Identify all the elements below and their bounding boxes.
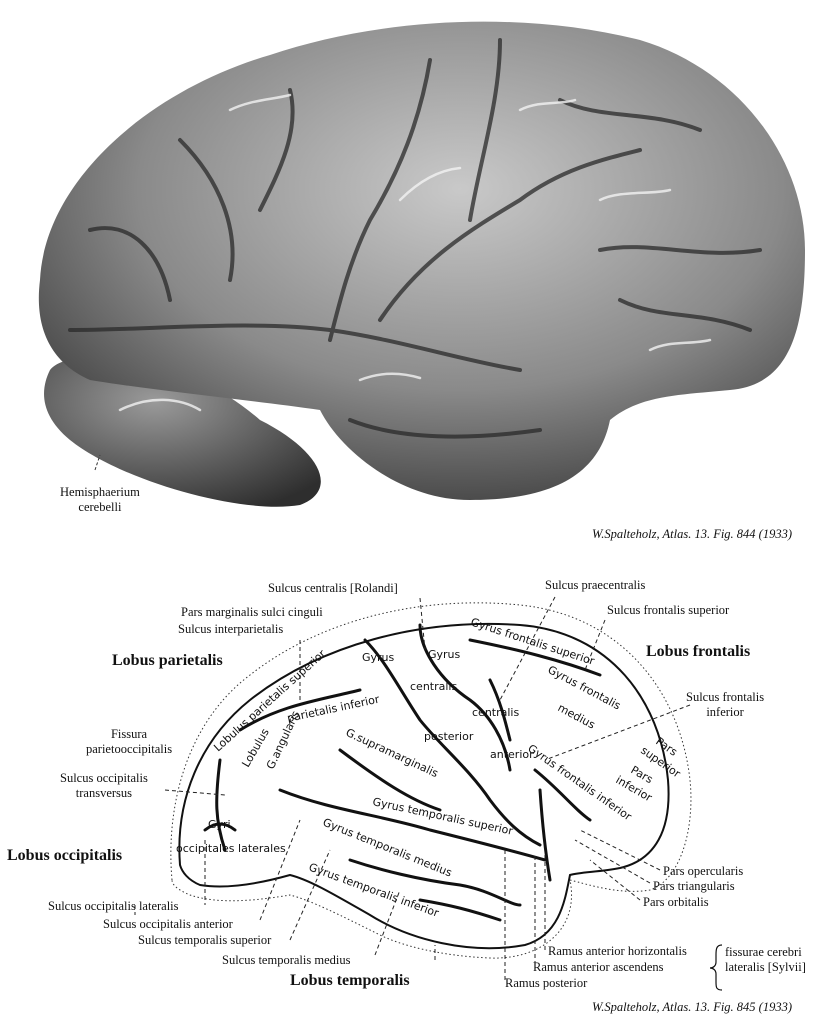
caption-fig-845: W.Spalteholz, Atlas. 13. Fig. 845 (1933) xyxy=(592,1000,792,1014)
label-ramus-posterior: Ramus posterior xyxy=(505,976,588,990)
label-fissurae-cerebri-lateralis: fissurae cerebri lateralis [Sylvii] xyxy=(725,945,806,975)
label-sulcus-temporalis-medius: Sulcus temporalis medius xyxy=(222,953,351,967)
label-line: parietooccipitalis xyxy=(86,742,173,756)
inner-centralis-1: centralis xyxy=(410,680,457,693)
label-lobus-temporalis: Lobus temporalis xyxy=(290,972,410,989)
label-line: Sulcus occipitalis xyxy=(60,771,148,785)
label-sulcus-frontalis-inferior: Sulcus frontalis inferior xyxy=(686,690,764,720)
inner-gyrus-frontalis-superior: Gyrus frontalis superior xyxy=(469,615,596,667)
label-line: Hemisphaerium xyxy=(60,485,140,499)
inner-anterior: anterior xyxy=(490,748,534,761)
inner-gyrus-2: Gyrus xyxy=(428,648,461,661)
brain-photo xyxy=(38,21,805,507)
label-pars-opercularis: Pars opercularis xyxy=(663,864,744,878)
label-ramus-anterior-ascendens: Ramus anterior ascendens xyxy=(533,960,664,974)
label-line: Fissura xyxy=(110,727,148,741)
label-lobus-frontalis: Lobus frontalis xyxy=(646,643,751,660)
label-line: lateralis [Sylvii] xyxy=(725,960,806,974)
label-sulcus-frontalis-superior: Sulcus frontalis superior xyxy=(607,603,730,617)
brace xyxy=(709,944,723,991)
inner-g-angularis: G.angularis xyxy=(264,709,302,772)
label-hemisphaerium-cerebelli: Hemisphaerium cerebelli xyxy=(60,485,140,515)
inner-occipitales-laterales: occipitales laterales xyxy=(176,842,286,855)
label-pars-marginalis: Pars marginalis sulci cinguli xyxy=(181,605,323,619)
label-pars-triangularis: Pars triangularis xyxy=(653,879,735,893)
label-line: fissurae cerebri xyxy=(725,945,802,959)
label-sulcus-occipitalis-anterior: Sulcus occipitalis anterior xyxy=(103,917,233,931)
label-sulcus-temporalis-superior: Sulcus temporalis superior xyxy=(138,933,272,947)
label-lobus-occipitalis: Lobus occipitalis xyxy=(7,847,123,864)
inner-gyrus-1: Gyrus xyxy=(362,651,395,664)
label-sulcus-interparietalis: Sulcus interparietalis xyxy=(178,622,284,636)
inner-posterior: posterior xyxy=(424,730,474,743)
label-line: cerebelli xyxy=(78,500,122,514)
label-sulcus-occipitalis-transversus: Sulcus occipitalis transversus xyxy=(60,771,148,801)
cerebrum xyxy=(38,21,805,501)
label-line: inferior xyxy=(706,705,744,719)
label-sulcus-centralis: Sulcus centralis [Rolandi] xyxy=(268,581,398,595)
label-line: Sulcus frontalis xyxy=(686,690,765,704)
inner-gyri: Gyri xyxy=(208,818,231,831)
caption-fig-844: W.Spalteholz, Atlas. 13. Fig. 844 (1933) xyxy=(592,527,792,541)
label-pars-orbitalis: Pars orbitalis xyxy=(643,895,709,909)
label-sulcus-occipitalis-lateralis: Sulcus occipitalis lateralis xyxy=(48,899,179,913)
label-lobus-parietalis: Lobus parietalis xyxy=(112,652,223,669)
inner-medius: medius xyxy=(556,701,598,731)
cerebellum xyxy=(44,356,321,507)
outer-dotted-outline xyxy=(170,602,692,959)
label-fissura-parietooccipitalis: Fissura parietooccipitalis xyxy=(86,727,172,757)
inner-centralis-2: centralis xyxy=(472,706,519,719)
outer-outline xyxy=(178,622,670,950)
label-sulcus-praecentralis: Sulcus praecentralis xyxy=(545,578,646,592)
label-line: transversus xyxy=(75,786,133,800)
label-ramus-anterior-horizontalis: Ramus anterior horizontalis xyxy=(548,944,687,958)
